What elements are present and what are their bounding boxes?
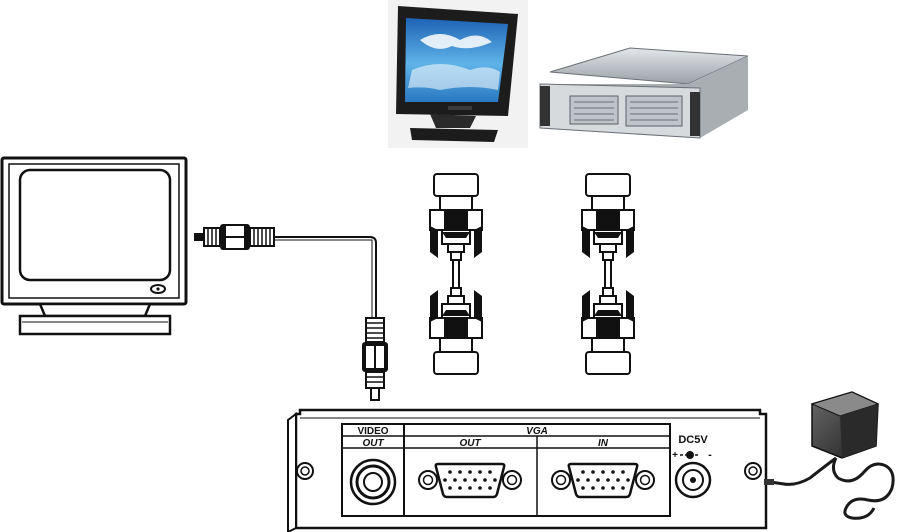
rca-plug-icon [362, 317, 388, 401]
vga-header-label: VGA [526, 426, 548, 437]
dc-polarity-icon: + - [672, 449, 712, 461]
dc-power-jack[interactable] [674, 461, 712, 499]
vga-out-label: OUT [459, 438, 481, 449]
rack-server-icon [539, 47, 749, 139]
svg-text:-: - [708, 449, 712, 461]
dc-power-label: DC5V [678, 434, 708, 446]
back-panel: VIDEO OUT VGA OUT IN DC5V + - [287, 408, 768, 532]
rca-plug-icon [194, 224, 275, 250]
vga-cable-icon [429, 173, 483, 375]
power-adapter-icon [764, 391, 895, 520]
video-out-jack[interactable] [349, 458, 397, 506]
video-out-label: OUT [362, 438, 384, 449]
lcd-monitor-icon [388, 0, 528, 148]
video-cable [274, 236, 377, 318]
video-header-label: VIDEO [357, 426, 388, 437]
vga-cable-icon [581, 173, 635, 375]
crt-tv-icon [0, 156, 188, 336]
vga-in-label: IN [598, 438, 609, 449]
svg-text:+: + [672, 450, 678, 461]
